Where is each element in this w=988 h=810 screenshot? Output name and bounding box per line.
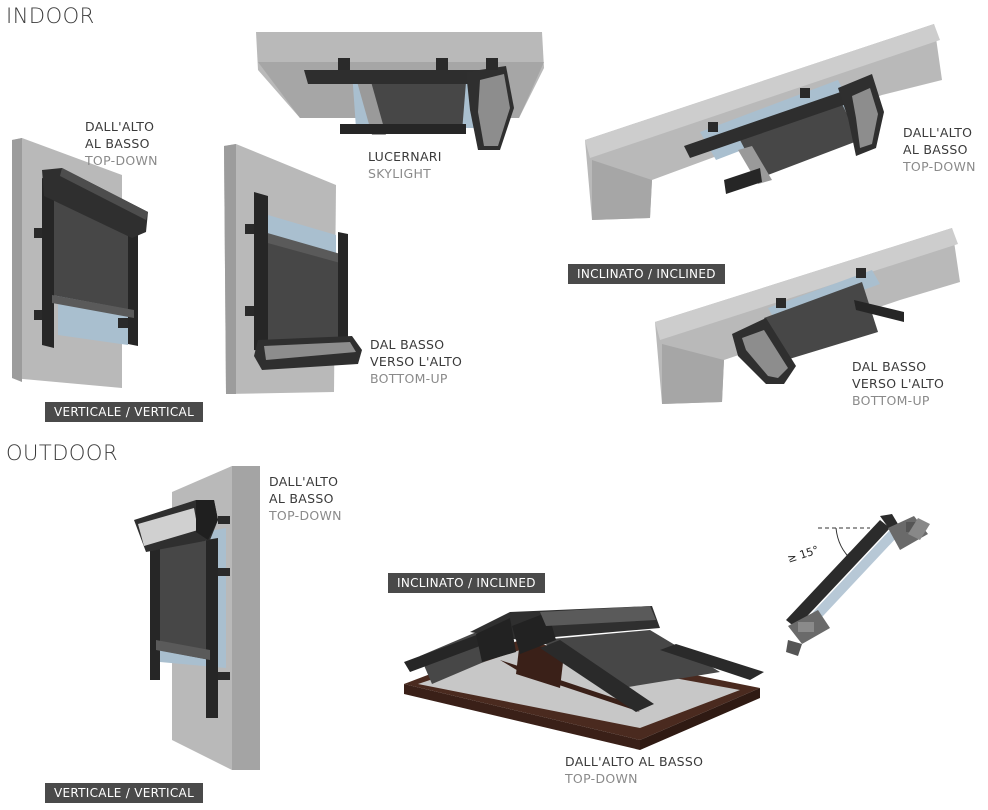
- caption-it-line1: DALL'ALTO: [269, 474, 339, 489]
- caption-outdoor-vertical-topdown: DALL'ALTO AL BASSO TOP-DOWN: [269, 473, 342, 524]
- caption-indoor-inclined-topdown: DALL'ALTO AL BASSO TOP-DOWN: [903, 124, 976, 175]
- caption-it-line1: DALL'ALTO: [85, 119, 155, 134]
- caption-it-line2: AL BASSO: [85, 136, 150, 151]
- caption-en: TOP-DOWN: [269, 508, 342, 523]
- caption-en: BOTTOM-UP: [370, 371, 448, 386]
- caption-it: DALL'ALTO AL BASSO: [565, 754, 704, 769]
- section-heading-outdoor: OUTDOOR: [6, 441, 119, 465]
- section-heading-indoor: INDOOR: [6, 4, 95, 28]
- tag-indoor-inclined: INCLINATO / INCLINED: [568, 264, 725, 284]
- caption-it-line2: VERSO L'ALTO: [852, 376, 945, 391]
- caption-en: TOP-DOWN: [903, 159, 976, 174]
- caption-outdoor-inclined-topdown: DALL'ALTO AL BASSO TOP-DOWN: [565, 753, 703, 787]
- caption-it-line2: AL BASSO: [269, 491, 334, 506]
- caption-indoor-vertical-topdown: DALL'ALTO AL BASSO TOP-DOWN: [85, 118, 158, 169]
- caption-it-line1: DAL BASSO: [370, 337, 445, 352]
- caption-it-line2: AL BASSO: [903, 142, 968, 157]
- caption-en: TOP-DOWN: [85, 153, 158, 168]
- caption-indoor-vertical-bottomup: DAL BASSO VERSO L'ALTO BOTTOM-UP: [370, 336, 462, 387]
- tag-outdoor-vertical: VERTICALE / VERTICAL: [45, 783, 204, 803]
- caption-indoor-inclined-bottomup: DAL BASSO VERSO L'ALTO BOTTOM-UP: [852, 358, 944, 409]
- tag-indoor-vertical: VERTICALE / VERTICAL: [45, 402, 204, 422]
- caption-it-line1: DAL BASSO: [852, 359, 927, 374]
- caption-en: TOP-DOWN: [565, 771, 638, 786]
- caption-it-line2: VERSO L'ALTO: [370, 354, 463, 369]
- caption-it-line1: DALL'ALTO: [903, 125, 973, 140]
- tag-outdoor-inclined: INCLINATO / INCLINED: [388, 573, 545, 593]
- caption-skylight: LUCERNARI SKYLIGHT: [368, 148, 442, 182]
- caption-en: SKYLIGHT: [368, 166, 432, 181]
- caption-en: BOTTOM-UP: [852, 393, 930, 408]
- caption-it: LUCERNARI: [368, 149, 442, 164]
